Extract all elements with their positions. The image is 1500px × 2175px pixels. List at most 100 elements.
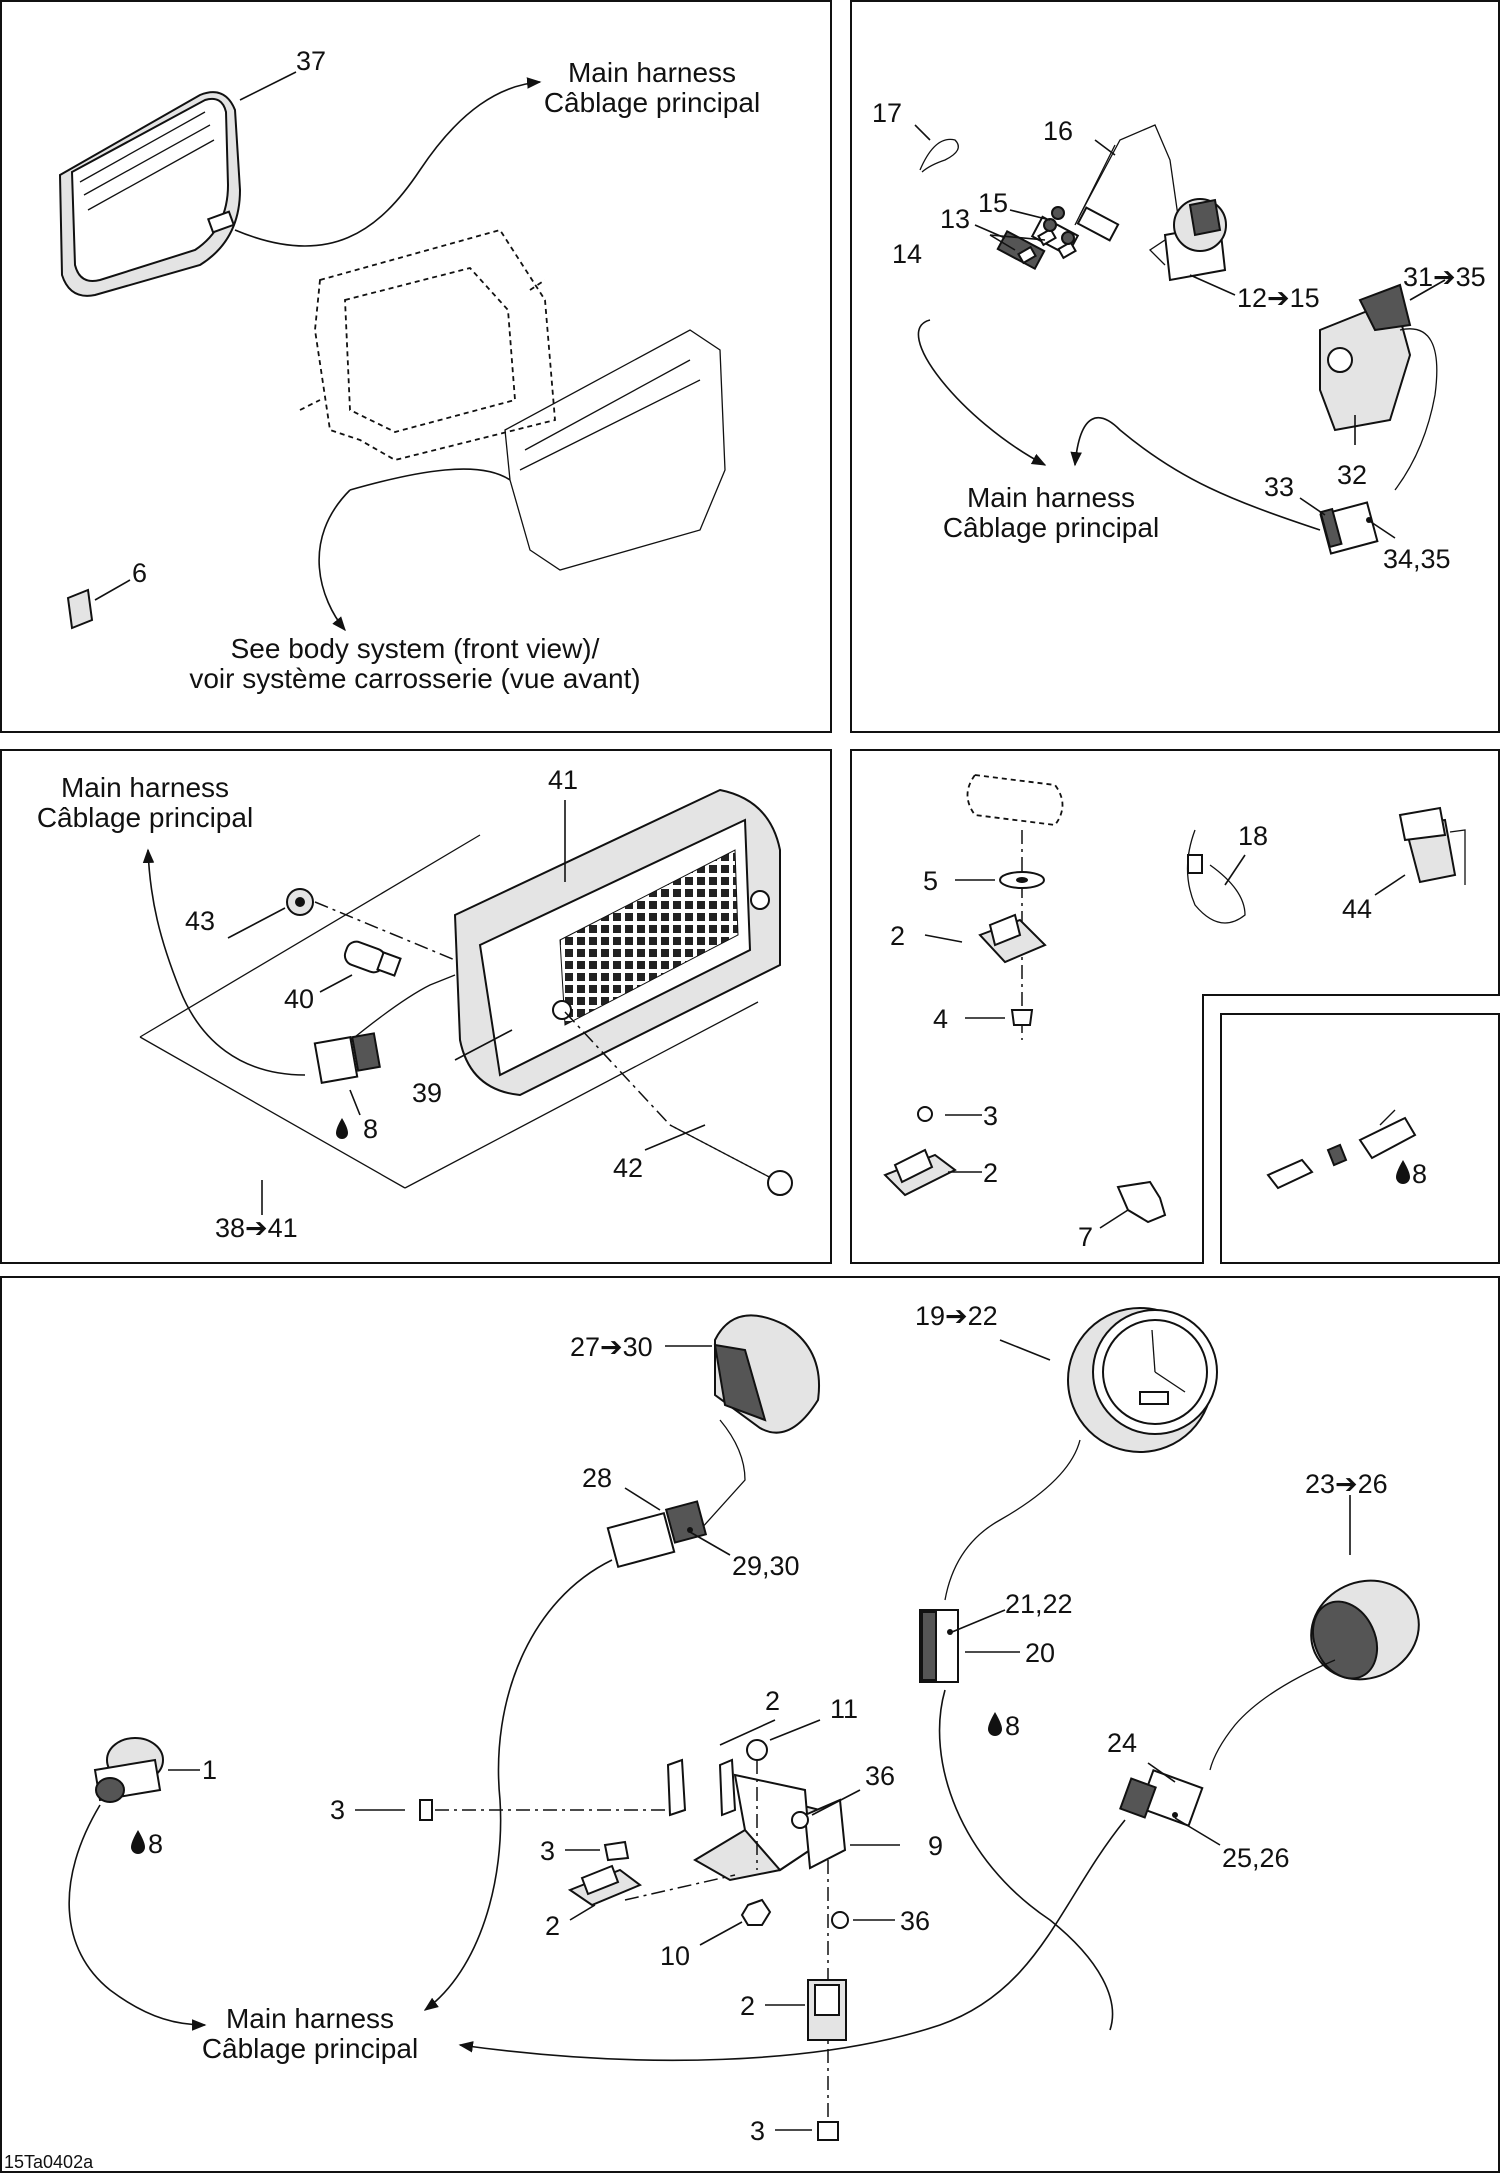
- caption-main-harness-1: Main harness: [568, 57, 736, 88]
- callout-8-terminal: 8: [1412, 1159, 1427, 1189]
- caption-main-harness-3: Main harness: [61, 772, 229, 803]
- callout-15: 15: [978, 188, 1008, 218]
- callout-41: 41: [548, 765, 578, 795]
- part-44-connector-holder: [1398, 806, 1466, 885]
- panel-headlight: [0, 0, 832, 733]
- panel-clips: [850, 749, 1500, 1264]
- callout-2-bottom: 2: [983, 1158, 998, 1188]
- lubricant-drop-icon: [1396, 1160, 1410, 1184]
- figure-code: 15Ta0402a: [4, 2152, 94, 2172]
- callout-20: 20: [1025, 1638, 1055, 1668]
- caption-main-harness-4: Main harness: [226, 2003, 394, 2034]
- callout-25-26: 25,26: [1222, 1843, 1290, 1873]
- callout-42: 42: [613, 1153, 643, 1183]
- callout-29-30: 29,30: [732, 1551, 800, 1581]
- part-12-ignition-switch: [1163, 198, 1227, 282]
- callout-11: 11: [830, 1694, 858, 1724]
- callout-19-22: 19➔22: [915, 1301, 998, 1331]
- callout-14: 14: [892, 239, 922, 269]
- callout-43: 43: [185, 906, 215, 936]
- callout-23-26: 23➔26: [1305, 1469, 1388, 1499]
- caption-body-system: See body system (front view)/: [231, 633, 600, 664]
- part-19-gauge: [1067, 1307, 1218, 1453]
- callout-12-15: 12➔15: [1237, 283, 1320, 313]
- part-3-rivet-left: [419, 1799, 433, 1821]
- part-3-screw-mid: [603, 1840, 630, 1862]
- callout-24: 24: [1107, 1728, 1137, 1758]
- callout-39: 39: [412, 1078, 442, 1108]
- callout-28: 28: [582, 1463, 612, 1493]
- part-13-terminals: [1017, 227, 1077, 265]
- callout-5: 5: [923, 866, 938, 896]
- caption-main-harness-2: Main harness: [967, 482, 1135, 513]
- callout-18: 18: [1238, 821, 1268, 851]
- callout-4: 4: [933, 1004, 948, 1034]
- panel-terminal: [1220, 1013, 1500, 1264]
- panel-taillight: [0, 749, 832, 1264]
- part-23-round-switch: [1310, 1579, 1420, 1681]
- callout-21-22: 21,22: [1005, 1589, 1073, 1619]
- callout-36-bottom: 36: [900, 1906, 930, 1936]
- part-33-connector: [1319, 501, 1379, 555]
- part-16-tether: [1074, 124, 1181, 266]
- taillight-harness-arrow: [142, 848, 306, 1076]
- callout-17: 17: [872, 98, 902, 128]
- callout-33: 33: [1264, 472, 1294, 502]
- part-31-kill-switch: [1319, 283, 1412, 432]
- part-38-base-plate: [139, 834, 759, 1189]
- headlight-harness-arrow: [234, 77, 542, 247]
- part-36-nut-top: [791, 1811, 809, 1829]
- part-2-clip-mid: [567, 1864, 642, 1907]
- part-27-rocker-switch: [713, 1314, 820, 1434]
- ignition-harness-arrow: [917, 319, 1047, 466]
- part-4-rivet: [1010, 1009, 1034, 1026]
- caption-main-harness-2-fr: Câblage principal: [943, 512, 1159, 543]
- callout-34-35: 34,35: [1383, 544, 1451, 574]
- callout-32: 32: [1337, 460, 1367, 490]
- callout-3-bracket-mid: 3: [540, 1836, 555, 1866]
- part-6-clip: [66, 588, 94, 630]
- callout-38-41: 38➔41: [215, 1213, 298, 1243]
- part-3-rivet-bottom: [817, 2121, 839, 2141]
- callout-7: 7: [1078, 1222, 1093, 1252]
- part-11-screw: [746, 1739, 768, 1761]
- caption-main-harness-3-fr: Câblage principal: [37, 802, 253, 833]
- switch-harness-arrow: [423, 1559, 613, 2011]
- callout-3-bottom: 3: [750, 2116, 765, 2146]
- headlight-bracket: [299, 228, 556, 461]
- callout-9: 9: [928, 1831, 943, 1861]
- part-28-connector: [606, 1500, 708, 1569]
- part-40-bulb: [343, 940, 402, 977]
- callout-2-top: 2: [890, 921, 905, 951]
- callout-3-clips: 3: [983, 1101, 998, 1131]
- part-42-screw: [669, 1124, 793, 1196]
- part-15-seals: [1043, 206, 1075, 245]
- part-20-connector: [919, 1609, 959, 1683]
- part-10-nut: [740, 1898, 772, 1926]
- caption-main-harness-4-fr: Câblage principal: [202, 2033, 418, 2064]
- callout-37: 37: [296, 46, 326, 76]
- part-17-wire-clip: [919, 138, 959, 173]
- round-switch-harness-arrow: [458, 1819, 1126, 2062]
- part-18-cable-tie: [1186, 829, 1246, 924]
- gauge-harness-arrow: [938, 1689, 1114, 2031]
- callout-8-indicator: 8: [148, 1829, 163, 1859]
- body-system-arrow: [318, 489, 351, 632]
- caption-body-system-fr: voir système carrosserie (vue avant): [189, 663, 640, 694]
- callout-10: 10: [660, 1941, 690, 1971]
- callout-3-bracket-left: 3: [330, 1795, 345, 1825]
- callout-16: 16: [1043, 116, 1073, 146]
- callout-31-35: 31➔35: [1403, 262, 1486, 292]
- part-36-nut-bottom: [831, 1911, 849, 1929]
- terminal-detail: [1266, 1109, 1417, 1190]
- lubricant-drop-icon: [131, 1830, 145, 1854]
- callout-13: 13: [940, 204, 970, 234]
- callout-1: 1: [202, 1755, 217, 1785]
- key-harness-arrow: [1070, 417, 1321, 531]
- headlight-cover: [504, 329, 726, 571]
- part-1-indicator-light: [93, 1737, 164, 1803]
- panel-ignition: [850, 0, 1500, 733]
- lubricant-drop-icon: [988, 1712, 1002, 1736]
- callout-6: 6: [132, 558, 147, 588]
